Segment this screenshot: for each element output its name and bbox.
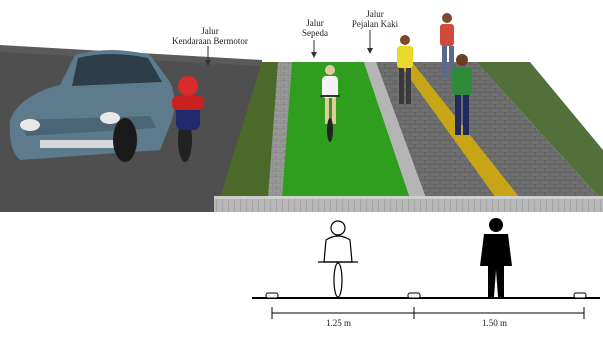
label-vehicle-lane-line1: Jalur	[160, 26, 260, 36]
label-pedestrian-lane: Jalur Pejalan Kaki	[345, 9, 405, 29]
label-pedestrian-lane-line1: Jalur	[345, 9, 405, 19]
label-vehicle-lane-line2: Kendaraan Bermotor	[160, 36, 260, 46]
cyclist-silhouette	[318, 221, 358, 297]
label-bike-lane-line2: Sepeda	[290, 28, 340, 38]
cross-section-ground	[252, 293, 600, 298]
label-bike-lane: Jalur Sepeda	[290, 18, 340, 38]
label-vehicle-lane: Jalur Kendaraan Bermotor	[160, 26, 260, 46]
dimension-bike-width: 1.25 m	[326, 318, 351, 328]
label-pedestrian-lane-line2: Pejalan Kaki	[345, 19, 405, 29]
label-bike-lane-line1: Jalur	[290, 18, 340, 28]
pedestrian-silhouette	[480, 218, 512, 297]
pedestrian-red-shirt	[440, 13, 454, 78]
dimension-walk-width: 1.50 m	[482, 318, 507, 328]
dimension-lines	[272, 307, 584, 319]
